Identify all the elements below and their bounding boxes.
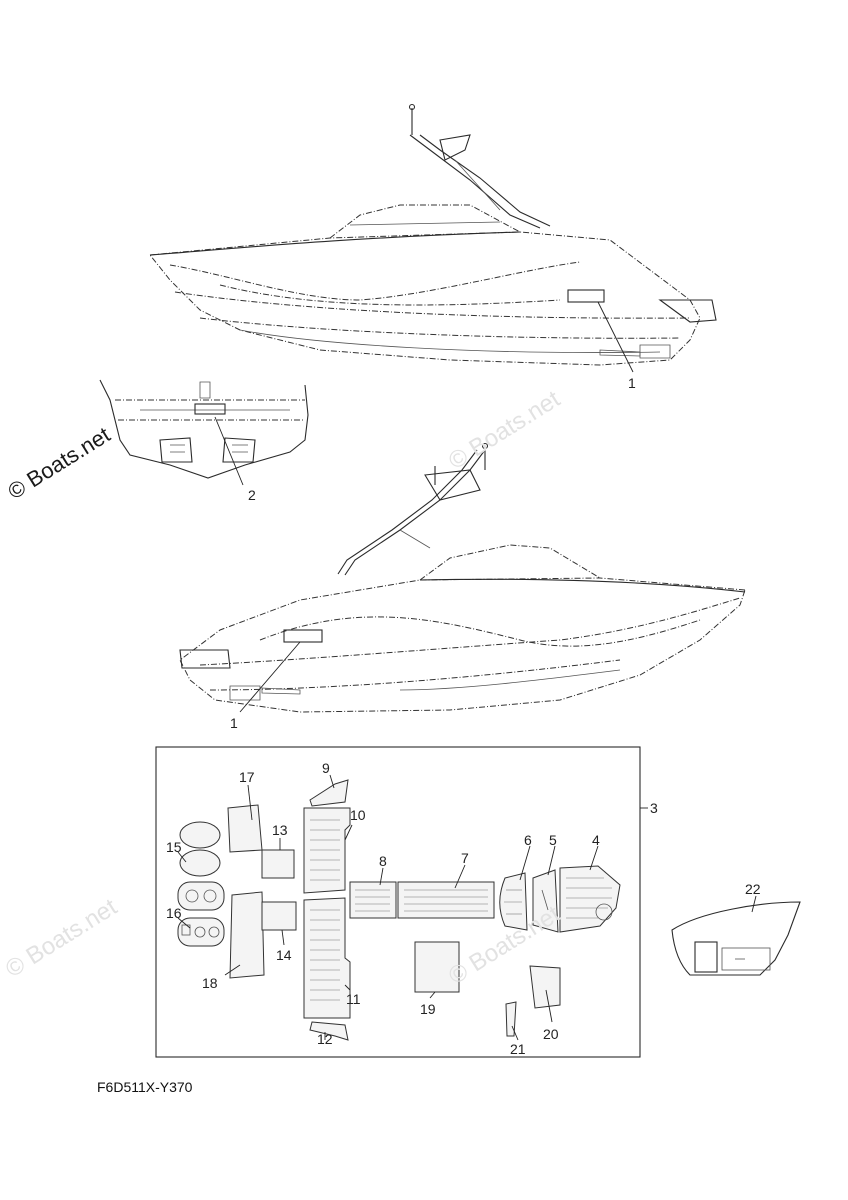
callout-number-2: 2 — [248, 487, 256, 503]
callout-number-21: 21 — [510, 1041, 526, 1057]
part-13-pad — [261, 849, 295, 879]
watermark-boats-net-mid: © Boats.net — [444, 385, 565, 475]
mat-kit-frame — [155, 746, 641, 1058]
callout-leader-2 — [214, 416, 244, 486]
callout-number-14: 14 — [276, 947, 292, 963]
callout-number-18: 18 — [202, 975, 218, 991]
callout-number-20: 20 — [543, 1026, 559, 1042]
part-12-corner-pad — [309, 1021, 349, 1041]
part-7-deck-mat — [397, 881, 495, 919]
diagram-code: F6D511X-Y370 — [97, 1079, 193, 1095]
callout-leader-1-top — [597, 301, 634, 373]
boat-side-view-bottom — [179, 442, 746, 713]
callout-number-3: 3 — [650, 800, 658, 816]
boat-side-view-top — [149, 103, 717, 366]
part-11-swim-platform-lower — [303, 897, 351, 1019]
boat-stern-view — [99, 379, 309, 479]
callout-number-17: 17 — [239, 769, 255, 785]
part-14-pad — [261, 901, 297, 931]
part-18-mat — [229, 891, 265, 979]
callout-number-15: 15 — [166, 839, 182, 855]
callout-number-10: 10 — [350, 807, 366, 823]
part-21-strip — [505, 1001, 517, 1037]
callout-leader-1-bottom — [239, 641, 301, 713]
callout-number-12: 12 — [317, 1031, 333, 1047]
part-5-logo-pad — [532, 869, 559, 933]
part-9-corner-pad — [309, 779, 349, 807]
callout-number-6: 6 — [524, 832, 532, 848]
part-17-mat — [227, 804, 263, 853]
callout-number-8: 8 — [379, 853, 387, 869]
callout-number-7: 7 — [461, 850, 469, 866]
callout-number-19: 19 — [420, 1001, 436, 1017]
callout-number-5: 5 — [549, 832, 557, 848]
part-20-pad — [529, 965, 561, 1009]
watermark-boats-net-left: © Boats.net — [3, 422, 114, 504]
callout-number-9: 9 — [322, 760, 330, 776]
callout-number-13: 13 — [272, 822, 288, 838]
part-4-bow-pad — [559, 865, 621, 933]
part-19-pad — [414, 941, 460, 993]
callout-number-1-top: 1 — [628, 375, 636, 391]
callout-number-11: 11 — [346, 991, 361, 1007]
callout-number-4: 4 — [592, 832, 600, 848]
callout-number-1-bottom: 1 — [230, 715, 238, 731]
part-15-oval-pads — [179, 821, 221, 877]
part-10-swim-platform-upper — [303, 807, 351, 894]
part-22-side-panel — [671, 901, 801, 976]
watermark-boats-net-lower-left: © Boats.net — [1, 893, 122, 983]
callout-number-16: 16 — [166, 905, 182, 921]
part-8-deck-mat — [349, 881, 397, 919]
callout-number-22: 22 — [745, 881, 761, 897]
part-6-curved-pad — [499, 872, 528, 931]
part-16-cup-pads — [177, 881, 225, 947]
